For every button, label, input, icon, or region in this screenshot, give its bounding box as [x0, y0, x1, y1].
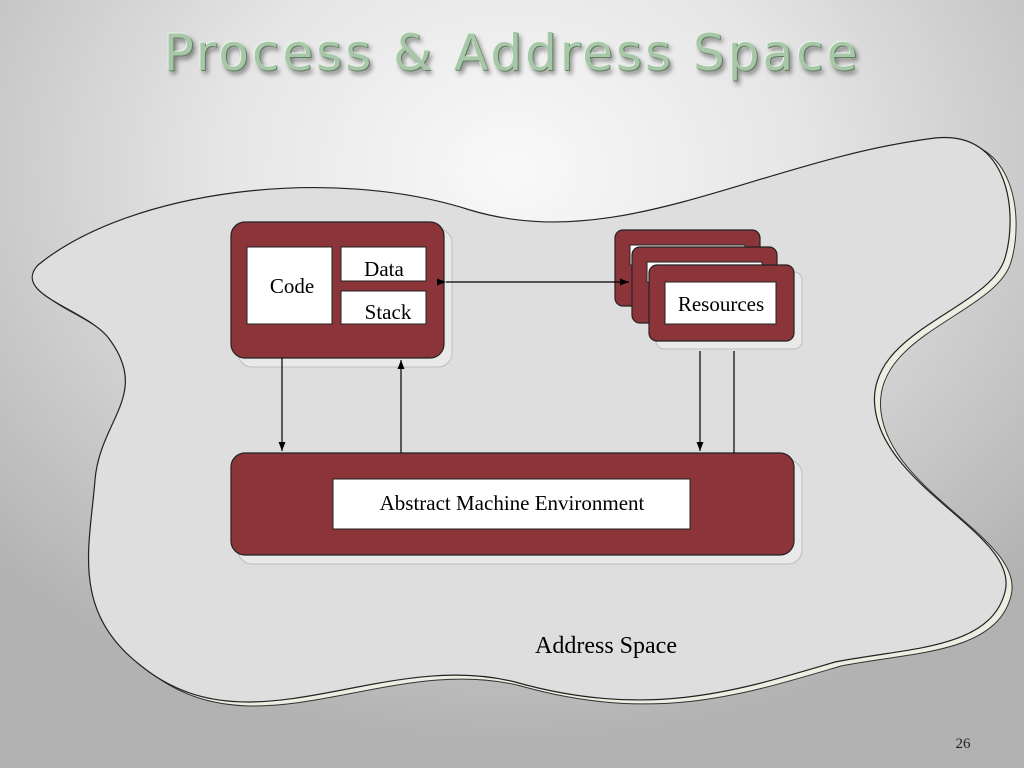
address-space-label: Address Space: [535, 633, 677, 659]
code-label: Code: [270, 274, 314, 298]
stack-box: [340, 290, 427, 325]
environment-label-box: [332, 478, 691, 530]
data-box: [340, 246, 427, 282]
code-box: [246, 246, 333, 325]
address-space-blob: [31, 137, 1011, 703]
resources-label: Resources: [678, 292, 764, 316]
slide-title: Process & Address Space: [163, 24, 861, 82]
resources-stack: Resources: [614, 229, 803, 350]
page-number: 26: [955, 736, 971, 752]
resources-label-box: [664, 281, 777, 325]
stack-label: Stack: [365, 300, 412, 324]
environment-label: Abstract Machine Environment: [380, 491, 645, 515]
data-label: Data: [364, 257, 404, 281]
